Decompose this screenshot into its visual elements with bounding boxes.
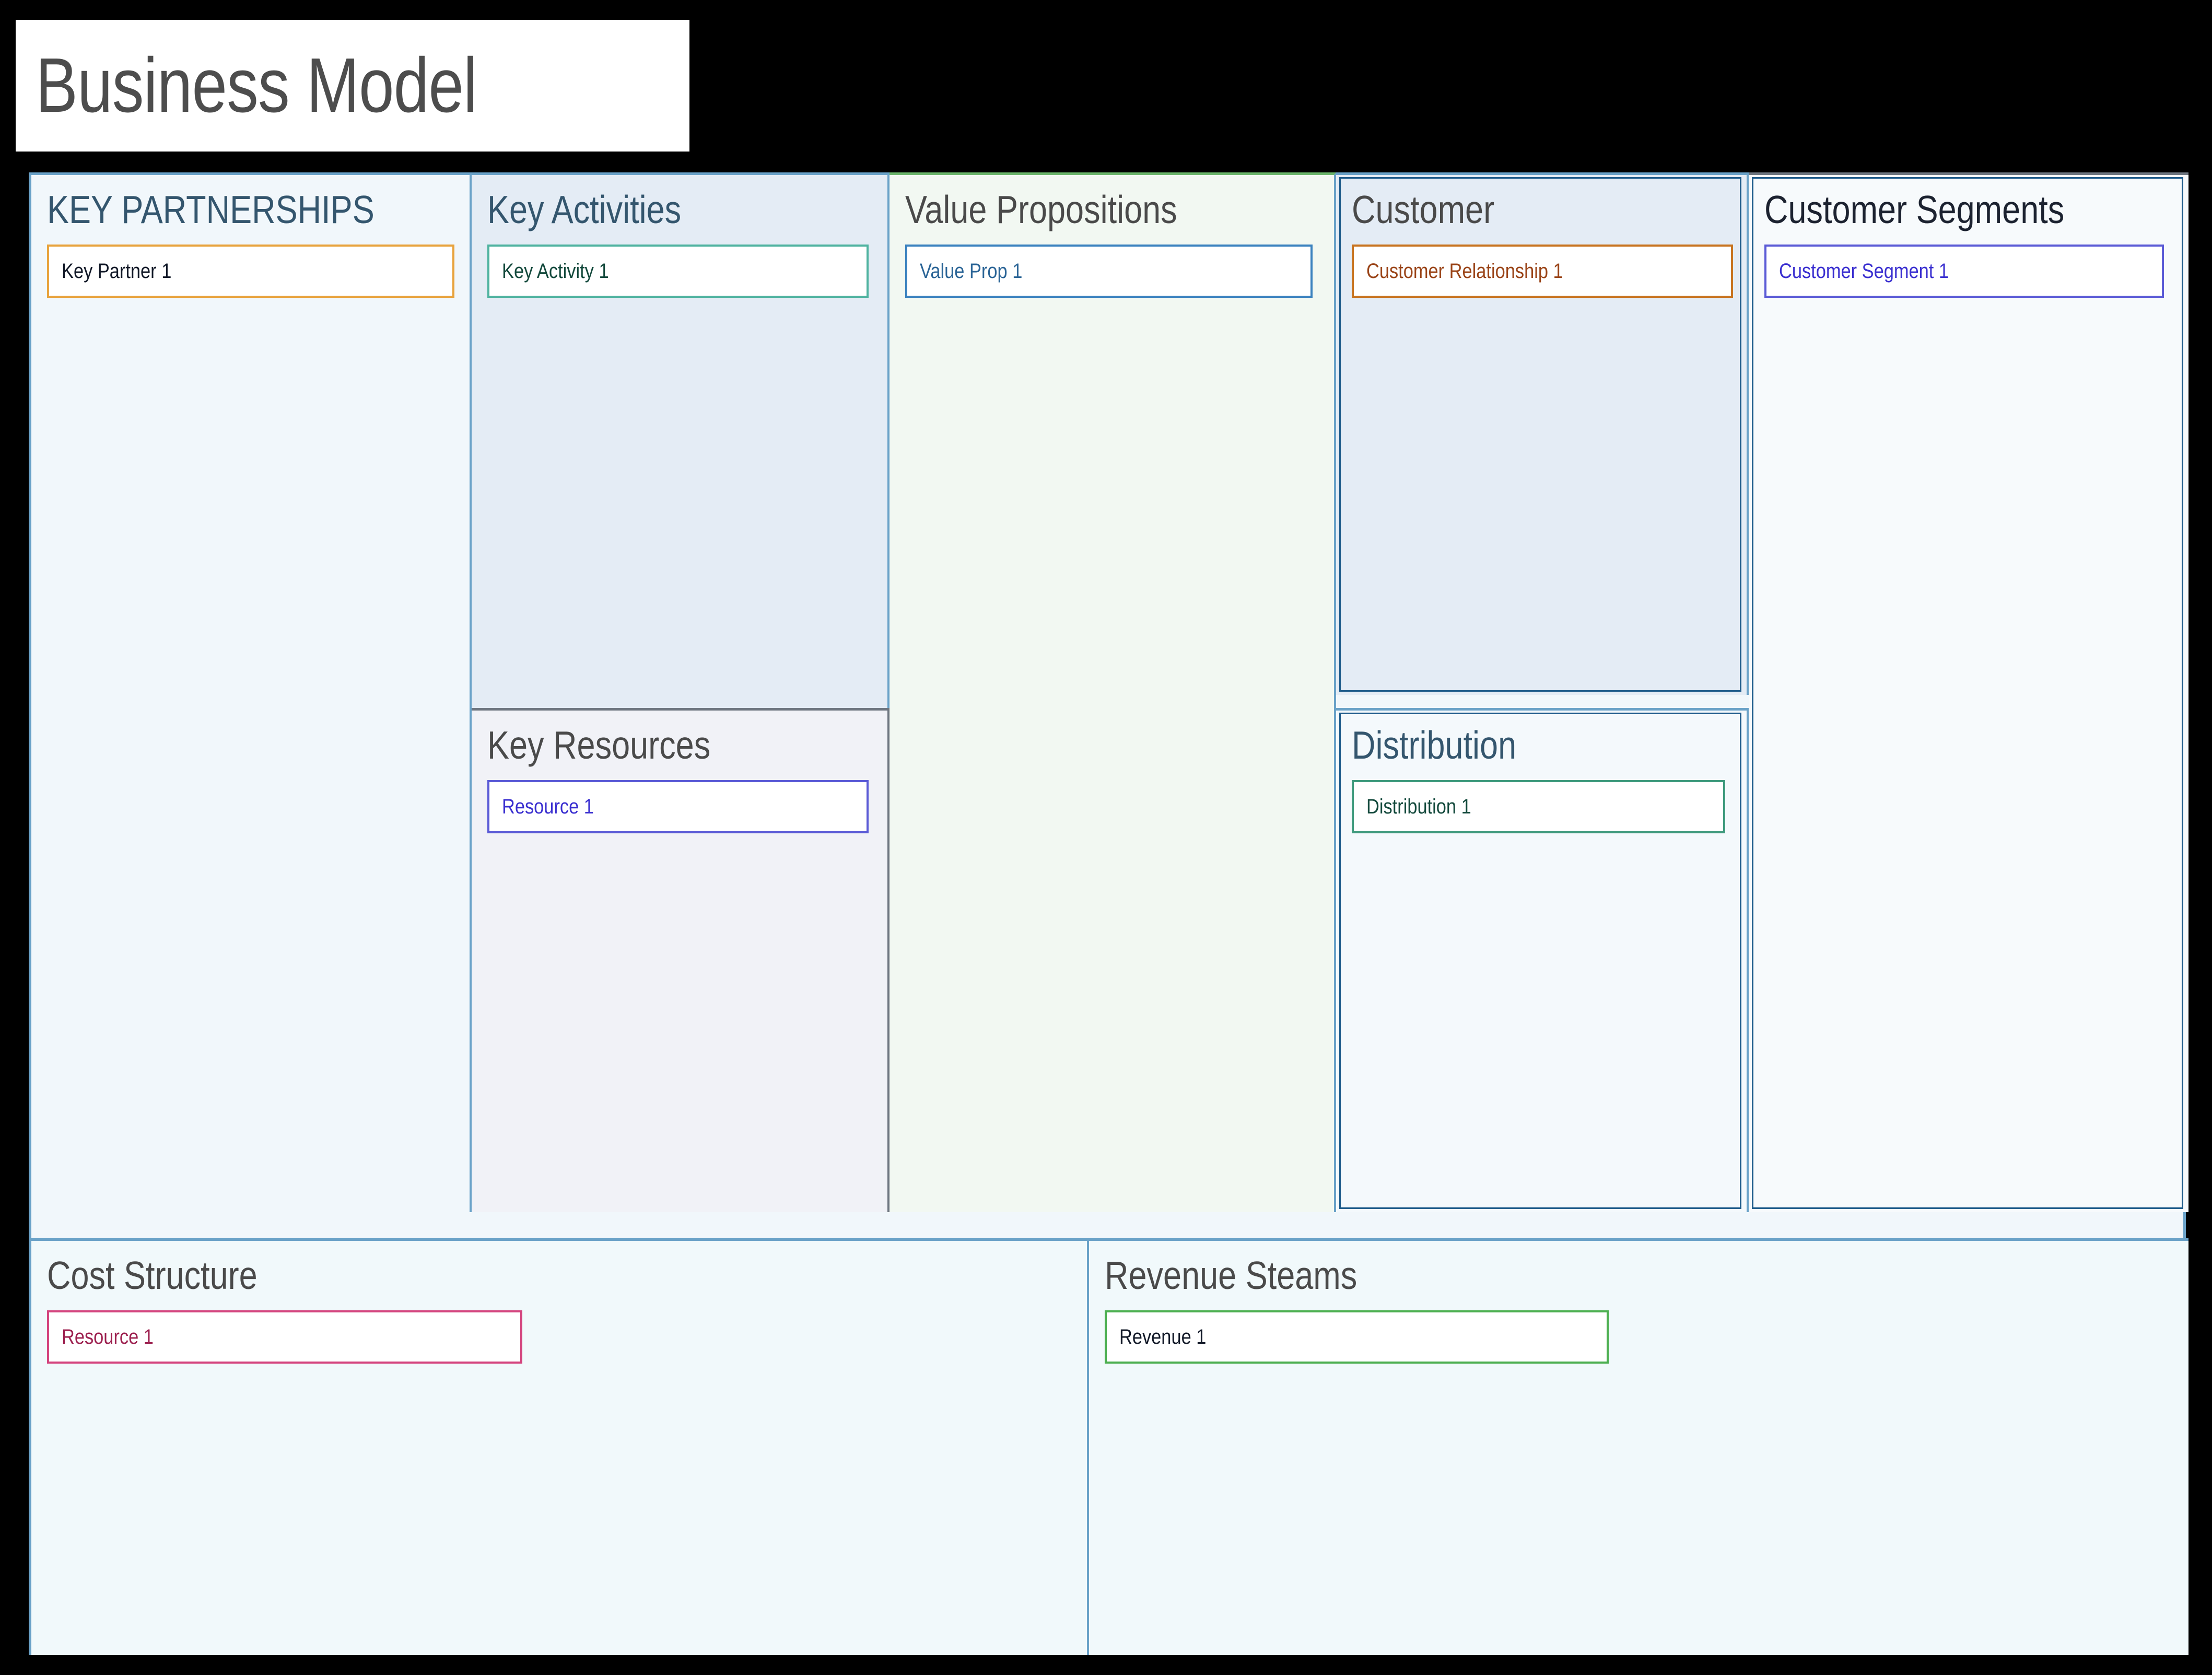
card-distribution-1[interactable]: Distribution 1 [1352,780,1725,833]
panel-title-customer-relationships: Customer [1352,188,1495,231]
panel-title-key-activities: Key Activities [487,188,682,231]
panel-title-key-resources: Key Resources [487,723,711,767]
panel-title-distribution: Distribution [1352,723,1517,767]
page-title-box: Business Model [16,20,689,152]
panel-distribution[interactable]: Distribution Distribution 1 [1336,708,1749,1212]
card-key-activity-1[interactable]: Key Activity 1 [487,245,869,298]
card-revenue-1[interactable]: Revenue 1 [1105,1310,1609,1364]
card-key-partner-1[interactable]: Key Partner 1 [47,245,454,298]
panel-revenue-streams[interactable]: Revenue Steams Revenue 1 [1089,1238,2188,1655]
card-text-cost-resource-1: Resource 1 [62,1325,154,1348]
panel-title-key-partnerships: KEY PARTNERSHIPS [47,188,374,231]
page-title: Business Model [36,42,477,129]
card-customer-relationship-1[interactable]: Customer Relationship 1 [1352,245,1733,298]
card-text-value-prop-1: Value Prop 1 [920,260,1023,283]
panel-key-resources[interactable]: Key Resources Resource 1 [472,708,890,1212]
card-text-resource-1: Resource 1 [502,795,594,818]
panel-key-partnerships[interactable]: KEY PARTNERSHIPS Key Partner 1 [31,172,472,1212]
card-value-prop-1[interactable]: Value Prop 1 [905,245,1313,298]
panel-title-revenue-streams: Revenue Steams [1105,1253,1357,1297]
panel-title-customer-segments: Customer Segments [1764,188,2065,231]
card-resource-1[interactable]: Resource 1 [487,780,869,833]
panel-value-propositions[interactable]: Value Propositions Value Prop 1 [890,172,1336,1212]
card-text-distribution-1: Distribution 1 [1366,795,1471,818]
card-cost-resource-1[interactable]: Resource 1 [47,1310,522,1364]
business-model-canvas: KEY PARTNERSHIPS Key Partner 1 Key Activ… [29,172,2188,1655]
panel-customer-segments[interactable]: Customer Segments Customer Segment 1 [1749,172,2188,1212]
card-text-customer-relationship-1: Customer Relationship 1 [1366,260,1563,283]
panel-cost-structure[interactable]: Cost Structure Resource 1 [31,1238,1089,1655]
card-text-key-partner-1: Key Partner 1 [62,260,172,283]
panel-title-value-propositions: Value Propositions [905,188,1177,231]
panel-key-activities[interactable]: Key Activities Key Activity 1 [472,172,890,708]
card-text-revenue-1: Revenue 1 [1119,1325,1207,1348]
panel-customer-relationships[interactable]: Customer Customer Relationship 1 [1336,172,1749,695]
card-text-key-activity-1: Key Activity 1 [502,260,609,283]
card-customer-segment-1[interactable]: Customer Segment 1 [1764,245,2164,298]
card-text-customer-segment-1: Customer Segment 1 [1779,260,1949,283]
panel-title-cost-structure: Cost Structure [47,1253,258,1297]
